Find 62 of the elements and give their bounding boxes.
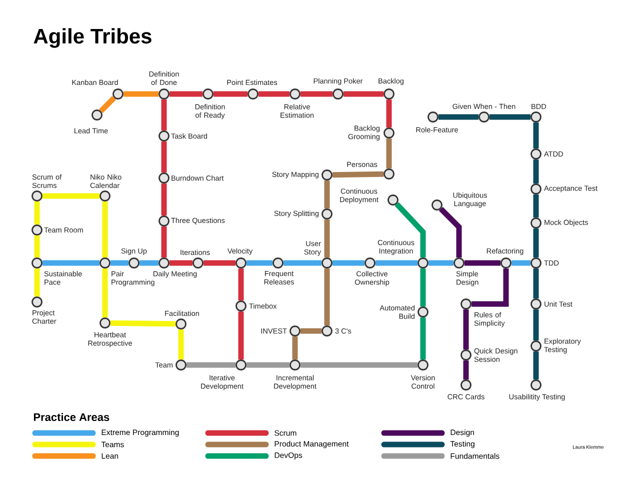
- metro-line: [258, 91, 290, 97]
- metro-line: [34, 268, 40, 297]
- title: Agile Tribes: [34, 28, 152, 48]
- metro-line: [489, 114, 531, 120]
- metro-line: [420, 317, 426, 360]
- metro-line: [463, 309, 469, 350]
- metro-line: [533, 228, 539, 258]
- metro-line: [110, 320, 176, 327]
- metro-line: [123, 91, 159, 97]
- metro-line: [34, 201, 40, 225]
- metro-line: [324, 268, 330, 326]
- metro-line: [213, 91, 248, 97]
- metro-line: [42, 260, 100, 266]
- metro-line: [533, 194, 539, 218]
- metro-line: [533, 268, 539, 299]
- metro-line: [375, 260, 418, 266]
- metro-line: [102, 201, 108, 258]
- metro-line: [246, 362, 290, 368]
- metro-line: [533, 159, 539, 184]
- metro-line: [332, 260, 365, 266]
- metro-line: [300, 91, 333, 97]
- metro-line: [42, 193, 100, 199]
- metro-line: [471, 268, 509, 307]
- metro-line: [394, 202, 426, 258]
- metro-line: [238, 268, 244, 301]
- metro-line: [300, 328, 322, 334]
- metro-line: [533, 351, 539, 380]
- metro-line: [343, 91, 384, 97]
- metro-line: [533, 122, 539, 149]
- metro-line: [110, 260, 129, 266]
- metro-line: [464, 260, 501, 266]
- metro-line: [102, 268, 108, 318]
- metro-line: [438, 114, 479, 120]
- metro-line: [511, 260, 531, 266]
- metro-line: [238, 311, 244, 360]
- legend-heading: Practice Areas: [34, 412, 110, 422]
- metro-line: [463, 360, 469, 380]
- metro-line: [34, 235, 40, 258]
- metro-line: [438, 206, 462, 258]
- metro-line: [533, 309, 539, 341]
- metro-line: [332, 171, 384, 178]
- metro-line: [139, 260, 159, 266]
- metro-line: [283, 260, 322, 266]
- metro-line: [186, 362, 236, 368]
- metro-line: [246, 260, 273, 266]
- metro-line: [292, 336, 298, 360]
- metro-line: [169, 91, 203, 97]
- metro-line: [324, 180, 330, 209]
- metro-line: [324, 219, 330, 258]
- metro-line: [428, 260, 454, 266]
- metro-line: [98, 96, 116, 114]
- metro-line: [203, 260, 236, 266]
- metro-line: [420, 268, 426, 307]
- metro-line: [169, 260, 193, 266]
- metro-line: [161, 183, 167, 216]
- metro-line: [300, 362, 418, 368]
- metro-line: [161, 226, 167, 258]
- metro-line: [178, 329, 184, 360]
- metro-line: [161, 99, 167, 131]
- metro-line: [161, 141, 167, 173]
- metro-line: [386, 99, 392, 128]
- metro-line: [386, 138, 392, 169]
